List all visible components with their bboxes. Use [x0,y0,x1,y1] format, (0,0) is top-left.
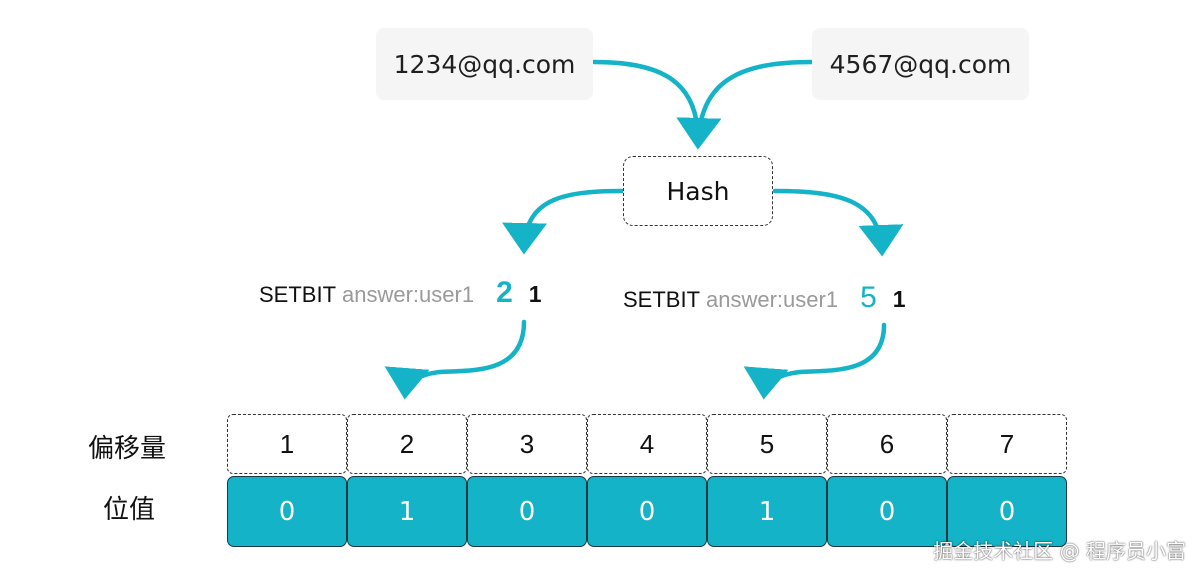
setbit-keyword: SETBIT [623,287,701,312]
bit-cell-3: 0 [467,476,587,547]
offset-cell-5: 5 [707,414,827,474]
setbit-key: answer:user1 [342,282,475,307]
email-left-text: 1234@qq.com [393,49,576,79]
arrow-right-command-to-offset-5 [743,322,887,400]
bit-value-row-label: 位值 [103,495,156,525]
setbit-command-right: SETBIT answer:user1 5 1 [623,281,906,315]
email-input-left: 1234@qq.com [376,28,593,100]
offset-row-label: 偏移量 [88,434,167,464]
arrow-right-email-to-hash [676,59,815,150]
setbit-value: 1 [892,286,906,312]
arrow-hash-to-right-command [772,188,904,257]
bit-cell-4: 0 [587,476,707,547]
email-right-text: 4567@qq.com [829,49,1012,79]
offset-cell-6: 6 [827,414,947,474]
offset-cell-7: 7 [947,414,1067,474]
bit-cell-5: 1 [707,476,827,547]
arrow-left-command-to-offset-2 [384,319,527,400]
setbit-command-left: SETBIT answer:user1 2 1 [259,276,542,310]
setbit-value: 1 [528,281,542,307]
watermark: 掘金技术社区 @ 程序员小富 [933,539,1186,563]
setbit-keyword: SETBIT [259,282,337,307]
bit-cell-6: 0 [827,476,947,547]
hash-label: Hash [666,176,730,206]
offset-cell-2: 2 [347,414,467,474]
offset-cell-1: 1 [227,414,347,474]
hash-function-box: Hash [623,156,773,226]
bit-cell-2: 1 [347,476,467,547]
bit-cell-7: 0 [947,476,1067,547]
arrow-left-email-to-hash [591,59,722,150]
email-input-right: 4567@qq.com [812,28,1029,100]
setbit-key: answer:user1 [706,287,839,312]
offset-cell-3: 3 [467,414,587,474]
setbit-offset: 5 [860,281,877,314]
offset-cell-4: 4 [587,414,707,474]
setbit-offset: 2 [496,276,513,309]
arrow-hash-to-left-command [502,188,625,255]
bit-cell-1: 0 [227,476,347,547]
